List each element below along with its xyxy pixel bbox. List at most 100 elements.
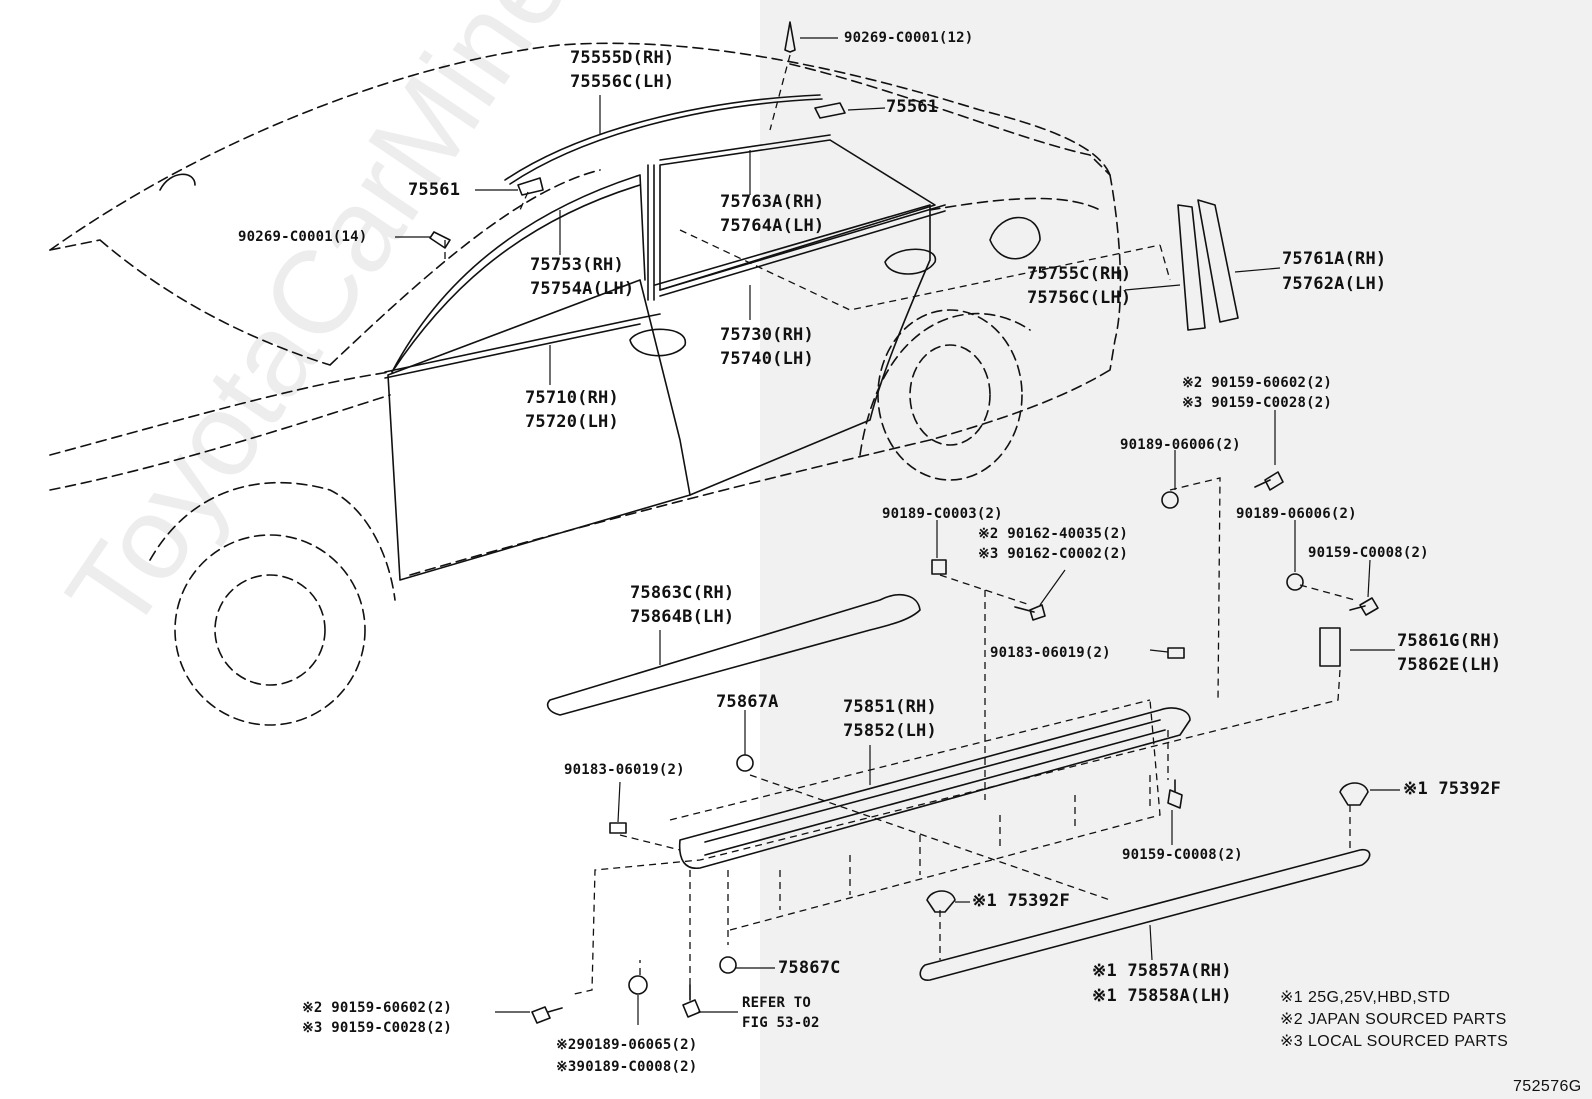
rocker-panel-upper <box>546 594 921 716</box>
label-s3-90159-c0028-bottom: ※3 90159-C0028(2) <box>302 1020 452 1036</box>
label-s2-90162-40035: ※2 90162-40035(2) <box>978 526 1128 542</box>
nut-90183-b <box>609 822 627 834</box>
fastener-90269-left <box>429 231 451 249</box>
label-refer-to: REFER TO <box>742 995 812 1011</box>
roof-moulding <box>504 94 821 181</box>
label-75740: 75740(LH) <box>720 349 814 369</box>
label-90269-c0001-14: 90269-C0001(14) <box>238 229 368 245</box>
label-75857a: ※1 75857A(RH) <box>1092 961 1232 981</box>
screw-90159-c0008-b <box>1167 779 1183 809</box>
label-75863c: 75863C(RH) <box>630 583 735 603</box>
label-s3-90189-c0008: ※390189-C0008(2) <box>556 1059 698 1075</box>
clip-75561-left <box>517 177 544 196</box>
label-75755c: 75755C(RH) <box>1027 264 1132 284</box>
label-s3-90159-c0028-top: ※3 90159-C0028(2) <box>1182 395 1332 411</box>
fuel-door <box>989 216 1041 260</box>
screw-refer <box>682 984 701 1018</box>
clip-75392f-left <box>926 890 956 913</box>
label-75852: 75852(LH) <box>843 721 937 741</box>
label-75561-top: 75561 <box>886 97 939 117</box>
rear-door <box>654 204 931 496</box>
rocker-panel-main <box>678 707 1191 869</box>
clip-90189-c0003 <box>931 559 947 575</box>
front-wheel-inner <box>214 574 326 686</box>
front-door <box>387 279 691 581</box>
label-90189-06006-b: 90189-06006(2) <box>1236 506 1357 522</box>
trunk-lid <box>789 63 1111 176</box>
window-frame-front <box>391 184 641 373</box>
diagram-id: 752576G <box>1513 1078 1582 1095</box>
window-frame-rear <box>659 134 831 161</box>
belt-moulding-front <box>384 313 661 373</box>
label-75730: 75730(RH) <box>720 325 814 345</box>
clip-90189-06006-b <box>1286 573 1304 591</box>
belt-moulding-rear <box>659 204 946 291</box>
fastener-90269-top <box>784 21 796 53</box>
label-s3-90162-c0002: ※3 90162-C0002(2) <box>978 546 1128 562</box>
label-75756c: 75756C(LH) <box>1027 288 1132 308</box>
label-fig-53-02: FIG 53-02 <box>742 1015 820 1031</box>
label-75754a: 75754A(LH) <box>530 279 635 299</box>
label-75753: 75753(RH) <box>530 255 624 275</box>
label-75851: 75851(RH) <box>843 697 937 717</box>
label-s2-90159-60602-bottom: ※2 90159-60602(2) <box>302 1000 452 1016</box>
rear-pillar-garnish-b <box>1197 199 1239 323</box>
label-75763a: 75763A(RH) <box>720 192 825 212</box>
label-75556c: 75556C(LH) <box>570 72 675 92</box>
bracket-75861g <box>1319 627 1341 667</box>
label-90159-c0008-a: 90159-C0008(2) <box>1308 545 1429 561</box>
rear-pillar-garnish-a <box>1177 204 1206 331</box>
screw-90159-c0008-a <box>1349 597 1379 616</box>
rocker-moulding-lower <box>919 848 1371 981</box>
label-75555d: 75555D(RH) <box>570 48 675 68</box>
mirror <box>159 173 196 191</box>
front-door-handle <box>629 328 686 357</box>
rear-window <box>659 139 936 291</box>
label-75862e: 75862E(LH) <box>1397 655 1502 675</box>
label-90269-c0001-12: 90269-C0001(12) <box>844 30 974 46</box>
note-3: ※3 LOCAL SOURCED PARTS <box>1280 1033 1509 1050</box>
roof-outline <box>49 42 1111 251</box>
label-90183-06019-b: 90183-06019(2) <box>564 762 685 778</box>
hood-outline <box>49 371 391 456</box>
label-75561-left: 75561 <box>408 180 461 200</box>
nut-90183-a <box>1167 647 1185 659</box>
note-2: ※2 JAPAN SOURCED PARTS <box>1280 1011 1507 1028</box>
windshield-outline <box>49 169 601 366</box>
label-90189-c0003: 90189-C0003(2) <box>882 506 1003 522</box>
label-75864b: 75864B(LH) <box>630 607 735 627</box>
clip-75392f-right <box>1339 782 1369 806</box>
label-75761a: 75761A(RH) <box>1282 249 1387 269</box>
screw-90159-bottom <box>531 1006 563 1024</box>
front-wheel <box>174 534 366 726</box>
front-window <box>391 174 646 373</box>
label-90159-c0008-b: 90159-C0008(2) <box>1122 847 1243 863</box>
label-75392f-left: ※1 75392F <box>972 891 1070 911</box>
clip-90189-06006-a <box>1161 491 1179 509</box>
label-75762a: 75762A(LH) <box>1282 274 1387 294</box>
rear-wheel <box>877 309 1023 481</box>
clip-90189-06065 <box>628 975 648 995</box>
label-75720: 75720(LH) <box>525 412 619 432</box>
clip-75561-top <box>814 102 846 119</box>
label-90183-06019-a: 90183-06019(2) <box>990 645 1111 661</box>
label-75867c: 75867C <box>778 958 841 978</box>
rear-door-handle <box>884 248 936 275</box>
label-75392f-right: ※1 75392F <box>1403 779 1501 799</box>
rocker-line <box>409 369 1111 576</box>
clip-75867a <box>736 754 754 772</box>
background-left <box>0 0 760 1099</box>
label-75764a: 75764A(LH) <box>720 216 825 236</box>
label-s2-90189-06065: ※290189-06065(2) <box>556 1037 698 1053</box>
note-1: ※1 25G,25V,HBD,STD <box>1280 989 1451 1006</box>
label-90189-06006-a: 90189-06006(2) <box>1120 437 1241 453</box>
label-s2-90159-60602-top: ※2 90159-60602(2) <box>1182 375 1332 391</box>
label-75710: 75710(RH) <box>525 388 619 408</box>
rear-belt <box>929 197 1101 211</box>
label-75861g: 75861G(RH) <box>1397 631 1502 651</box>
rear-trunk <box>1109 174 1122 371</box>
front-fender <box>49 394 391 491</box>
label-75858a: ※1 75858A(LH) <box>1092 986 1232 1006</box>
